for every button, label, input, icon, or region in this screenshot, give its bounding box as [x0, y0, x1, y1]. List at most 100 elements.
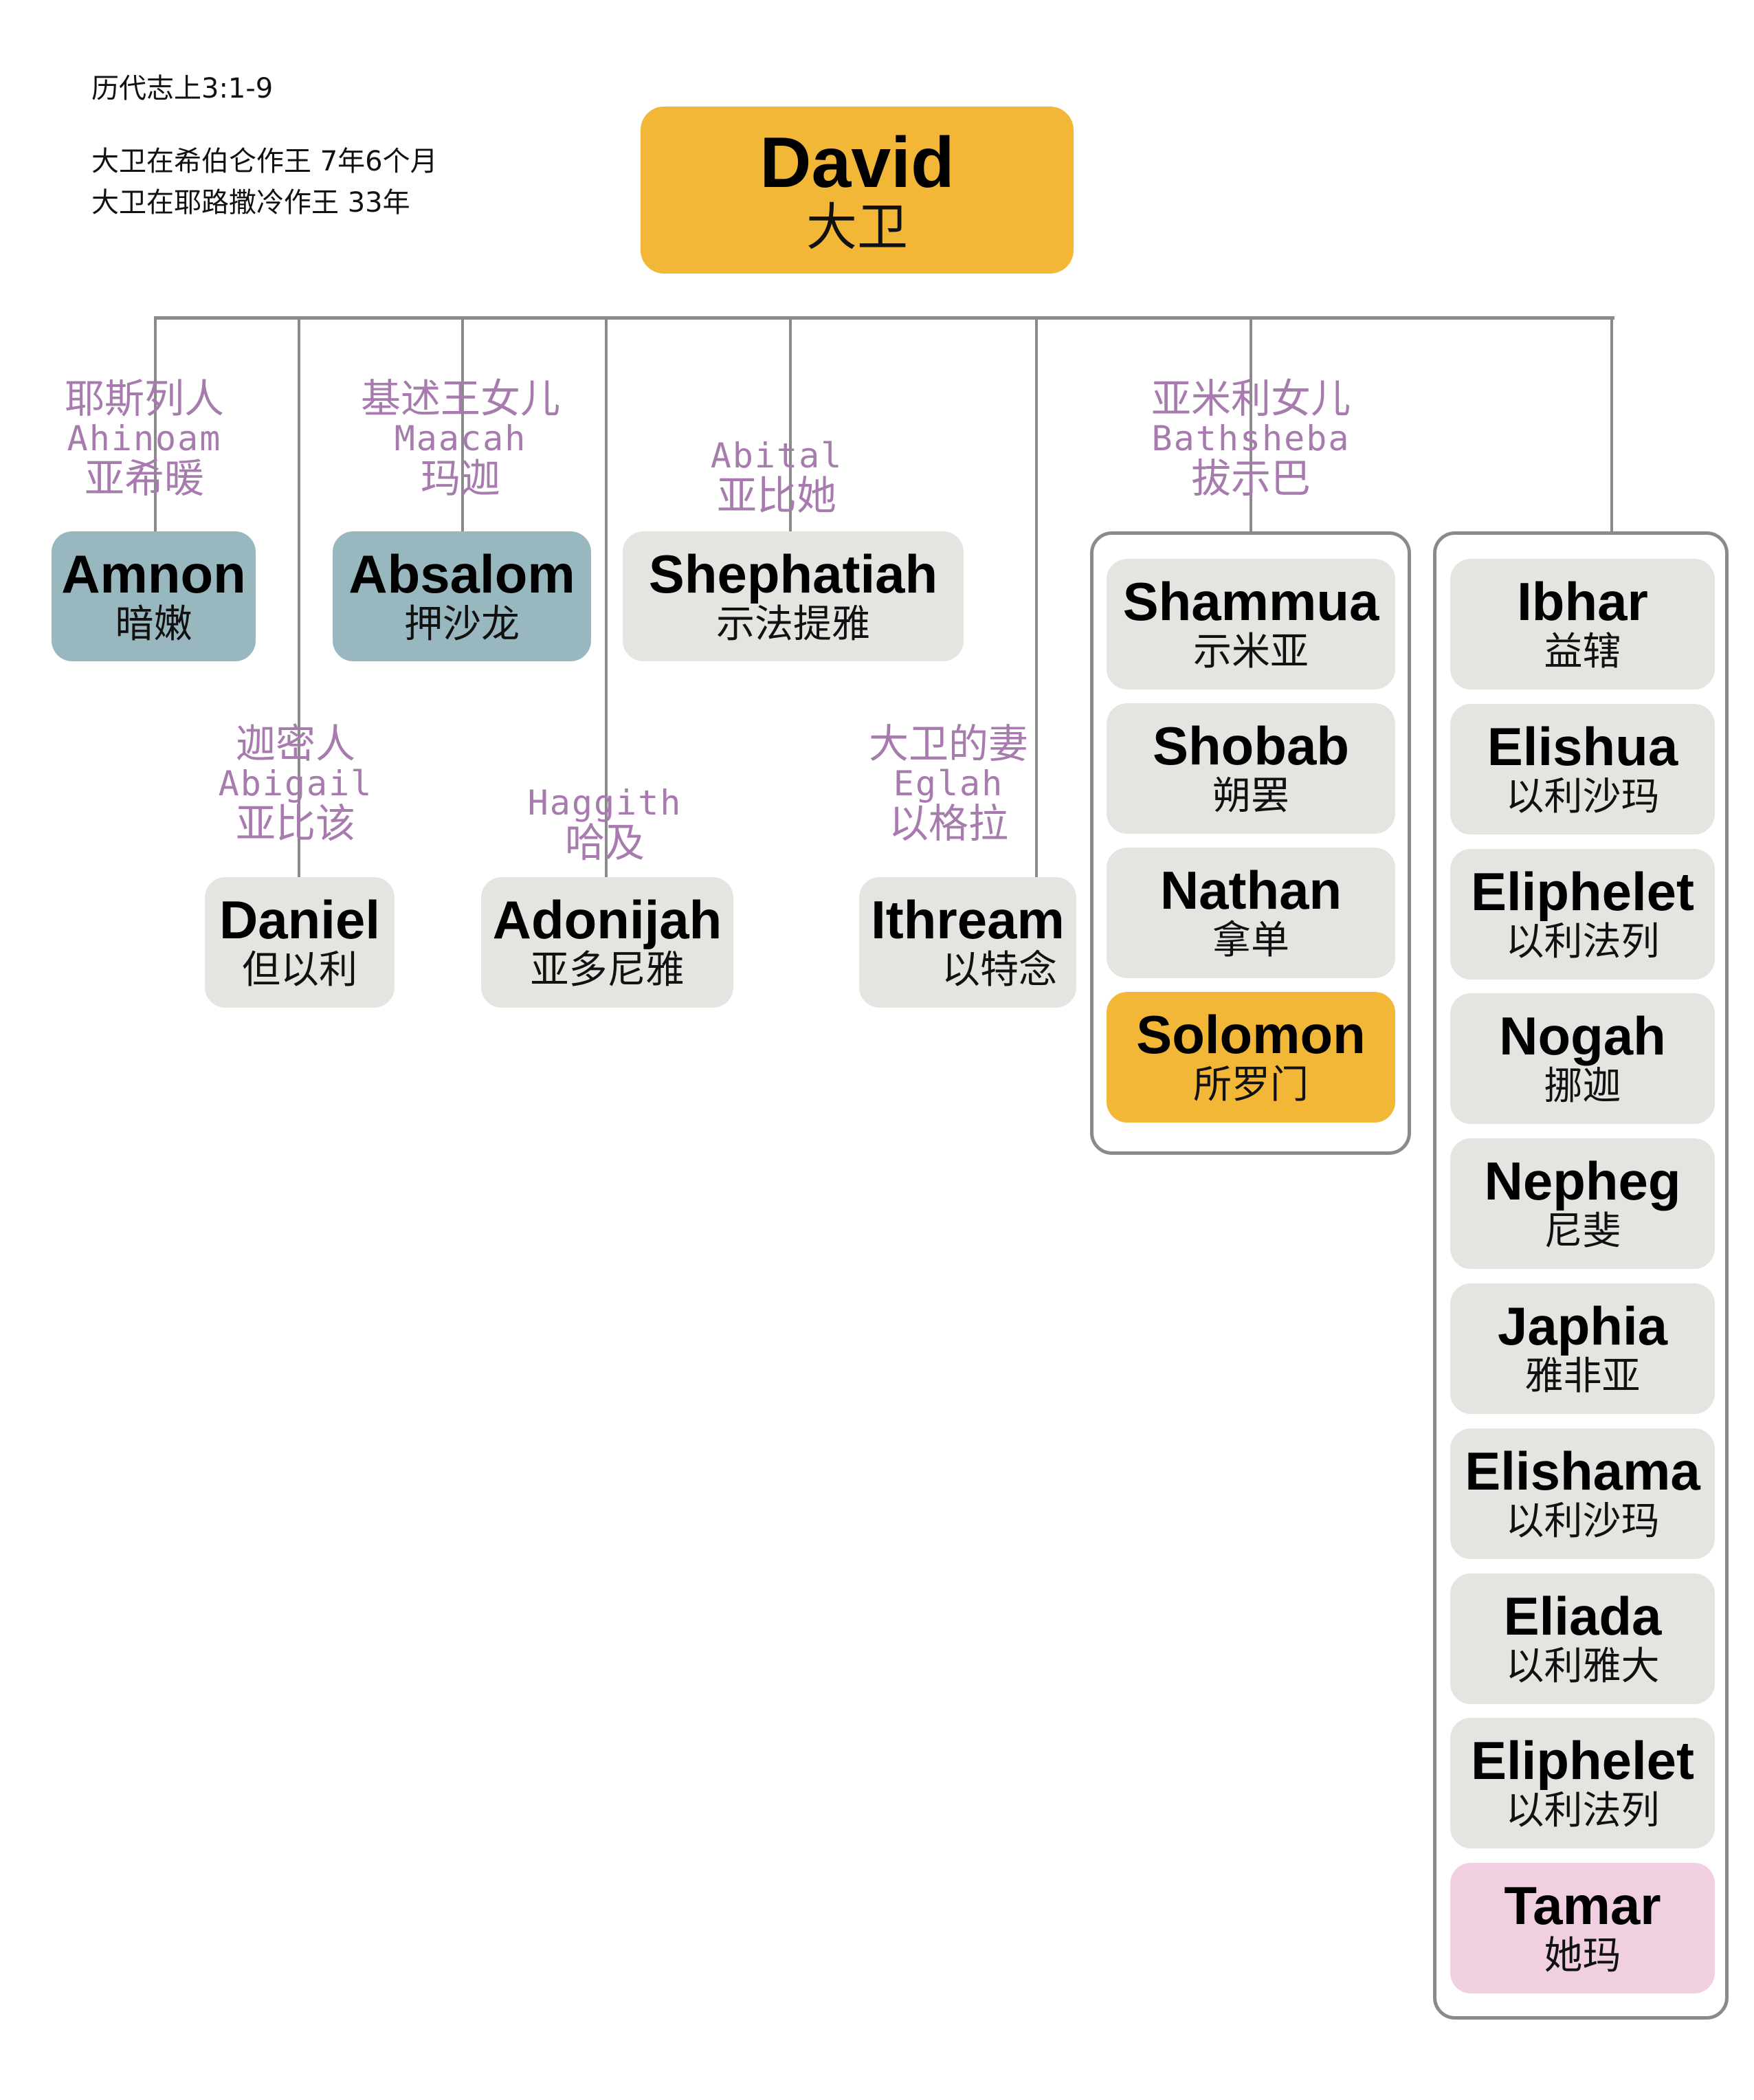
mother-name-zh: 哈及 — [564, 819, 645, 866]
reign-jerusalem-note: 大卫在耶路撒冷作王 33年 — [91, 187, 410, 219]
node-name-en: Absalom — [348, 543, 575, 604]
connector-horizontal — [154, 316, 1614, 320]
node-name-en: Eliphelet — [1470, 1730, 1695, 1791]
node-name-en: Ibhar — [1517, 571, 1648, 632]
mother-name-zh: 亚希暖 — [84, 455, 204, 502]
mother-name-en: Eglah — [893, 764, 1004, 804]
mother-origin: 亚米利女儿 — [1151, 375, 1351, 422]
mother-name-zh: 以格拉 — [888, 800, 1008, 847]
connector-adonijah — [605, 316, 608, 882]
son-node-shephatiah: Shephatiah 示法提雅 — [623, 531, 964, 661]
mother-label-abigail: 迦密人 Abigail 亚比该 — [192, 723, 399, 844]
son-node-amnon: Amnon 暗嫩 — [52, 531, 256, 661]
son-node-absalom: Absalom 押沙龙 — [333, 531, 591, 661]
mother-name-en: Bathsheba — [1151, 419, 1351, 458]
node-name-zh: 她玛 — [1544, 1934, 1621, 1979]
node-name-zh: 以特念 — [942, 948, 1057, 993]
mother-name-en: Ahinoam — [67, 419, 222, 458]
son-node-adonijah: Adonijah 亚多尼雅 — [481, 877, 733, 1008]
mother-name-en: Maacah — [394, 419, 527, 458]
mother-name-zh: 拔示巴 — [1190, 455, 1311, 502]
mother-label-maacah: 基述王女儿 Maacah 玛迦 — [344, 378, 577, 499]
group-other-children — [1433, 531, 1729, 2020]
mother-name-zh: 玛迦 — [420, 455, 500, 502]
node-name-en: Daniel — [219, 889, 381, 950]
node-name-en: Ithream — [871, 889, 1065, 950]
connector-ithream — [1035, 316, 1038, 878]
mother-name-en: Abigail — [218, 764, 373, 804]
mother-name-en: Haggith — [527, 783, 682, 823]
node-name-zh: 所罗门 — [1193, 1063, 1309, 1107]
node-name-zh: 示法提雅 — [716, 601, 870, 647]
connector-absalom — [461, 316, 464, 533]
connector-shephatiah — [789, 316, 792, 533]
mother-label-abital: Abital 亚比她 — [674, 436, 880, 516]
mother-label-haggith: Haggith 哈及 — [502, 784, 708, 863]
node-name-zh: 以利法列 — [1505, 919, 1660, 964]
node-name-zh: 亚多尼雅 — [530, 948, 685, 993]
node-name-en: Adonijah — [492, 889, 722, 950]
mother-label-eglah: 大卫的妻 Eglah 以格拉 — [845, 723, 1052, 844]
reference-note: 历代志上3:1-9 — [91, 73, 274, 104]
node-name-en: Nathan — [1159, 860, 1342, 920]
connector-other-group — [1610, 316, 1613, 533]
node-name-zh: 朔罢 — [1212, 774, 1289, 819]
reign-hebron-note: 大卫在希伯仑作王 7年6个月 — [91, 146, 438, 177]
node-name-zh: 押沙龙 — [404, 601, 520, 647]
connector-amnon — [154, 316, 157, 533]
mother-name-en: Abital — [710, 436, 843, 476]
mother-name-zh: 亚比她 — [716, 472, 836, 519]
mother-label-ahinoam: 耶斯列人 Ahinoam 亚希暖 — [41, 378, 247, 499]
mother-label-bathsheba: 亚米利女儿 Bathsheba 拔示巴 — [1127, 378, 1375, 499]
mother-origin: 大卫的妻 — [868, 720, 1028, 767]
node-name-en: Shobab — [1153, 716, 1349, 776]
node-name-en: Japhia — [1497, 1296, 1668, 1356]
node-name-zh: 但以利 — [242, 948, 357, 993]
son-node-ithream: Ithream 以特念 — [859, 877, 1076, 1008]
node-name-zh: 挪迦 — [1544, 1064, 1621, 1109]
node-name-zh: 尼斐 — [1544, 1209, 1621, 1255]
node-name-en: Shammua — [1122, 571, 1379, 632]
son-node-daniel: Daniel 但以利 — [205, 877, 395, 1008]
node-name-en: Nogah — [1499, 1006, 1666, 1067]
mother-origin: 耶斯列人 — [64, 375, 224, 422]
node-name-zh: 以利沙玛 — [1505, 1499, 1660, 1544]
node-name-zh: 拿单 — [1212, 918, 1289, 963]
node-name-en: David — [759, 122, 955, 203]
node-name-zh: 以利雅大 — [1505, 1644, 1660, 1689]
node-name-en: Elishua — [1487, 716, 1678, 777]
node-name-en: Tamar — [1504, 1875, 1661, 1936]
mother-name-zh: 亚比该 — [235, 800, 355, 847]
connector-bathsheba-group — [1250, 316, 1252, 533]
mother-origin: 迦密人 — [235, 720, 355, 767]
node-name-en: Shephatiah — [648, 543, 938, 604]
node-name-zh: 雅非亚 — [1524, 1354, 1641, 1399]
node-name-zh: 示米亚 — [1193, 630, 1309, 674]
node-name-zh: 益辖 — [1544, 630, 1621, 674]
group-bathsheba-sons — [1090, 531, 1411, 1155]
mother-origin: 基述王女儿 — [360, 375, 560, 422]
node-name-en: Elishama — [1465, 1440, 1700, 1501]
node-name-en: Eliphelet — [1470, 861, 1695, 922]
node-name-en: Eliada — [1503, 1585, 1662, 1646]
node-name-zh: 以利法列 — [1505, 1789, 1660, 1834]
node-name-zh: 大卫 — [806, 197, 908, 257]
node-name-en: Nepheg — [1484, 1151, 1681, 1212]
node-name-en: Solomon — [1136, 1004, 1366, 1065]
connector-daniel — [298, 316, 300, 878]
root-node-david: David 大卫 — [641, 107, 1074, 274]
node-name-zh: 暗嫩 — [115, 601, 192, 647]
